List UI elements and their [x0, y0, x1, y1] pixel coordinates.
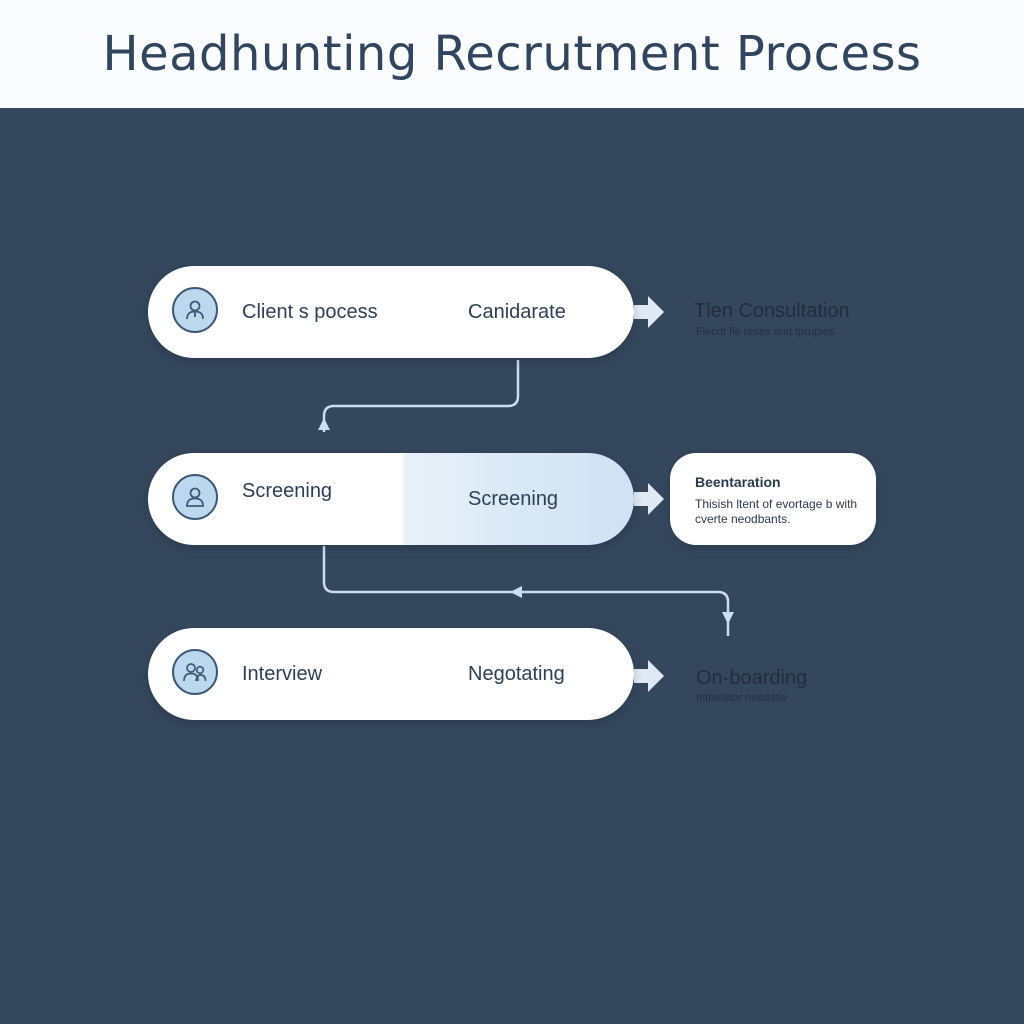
connector-down-arrowhead	[722, 612, 734, 624]
step-label-left: Interview	[242, 663, 323, 685]
connector-left-arrowhead	[510, 586, 522, 598]
arrow-right-icon	[634, 483, 664, 515]
process-step-client[interactable]: Client s pocess Canidarate	[148, 266, 634, 358]
arrow-right-icon	[634, 660, 664, 692]
info-card-beentaration: Beentaration Thisish ltent of evortage b…	[670, 453, 876, 545]
card-title: Beentaration	[695, 474, 781, 490]
connector-row2-loop	[322, 546, 730, 636]
header-bar: Headhunting Recrutment Process	[0, 0, 1024, 108]
side-title-consultation: Tlen Consultation	[694, 300, 850, 322]
person-icon	[172, 474, 218, 520]
card-text: Thisish ltent of evortage b with cverte …	[695, 497, 858, 526]
side-subtitle-consultation: Flecdt fle reses and tpruples.	[696, 326, 838, 338]
connector-row1-to-row2	[322, 360, 520, 432]
diagram-title: Headhunting Recrutment Process	[102, 26, 922, 82]
connector-up-arrowhead	[318, 418, 330, 430]
arrow-right-icon	[634, 296, 664, 328]
person-icon	[172, 287, 218, 333]
process-step-screening[interactable]: Screening Screening	[148, 453, 634, 545]
process-step-interview[interactable]: Interview Negotating	[148, 628, 634, 720]
step-label-right: Negotating	[468, 663, 565, 685]
side-title-onboarding: On-boarding	[696, 667, 808, 689]
step-label-left: Client s pocess	[242, 301, 378, 323]
step-label-right: Screening	[468, 488, 559, 510]
side-subtitle-onboarding: Inthealtor neadatie	[696, 692, 788, 704]
step-label-right: Canidarate	[468, 301, 566, 323]
step-label-left: Screening	[242, 480, 333, 502]
people-icon	[172, 649, 218, 695]
